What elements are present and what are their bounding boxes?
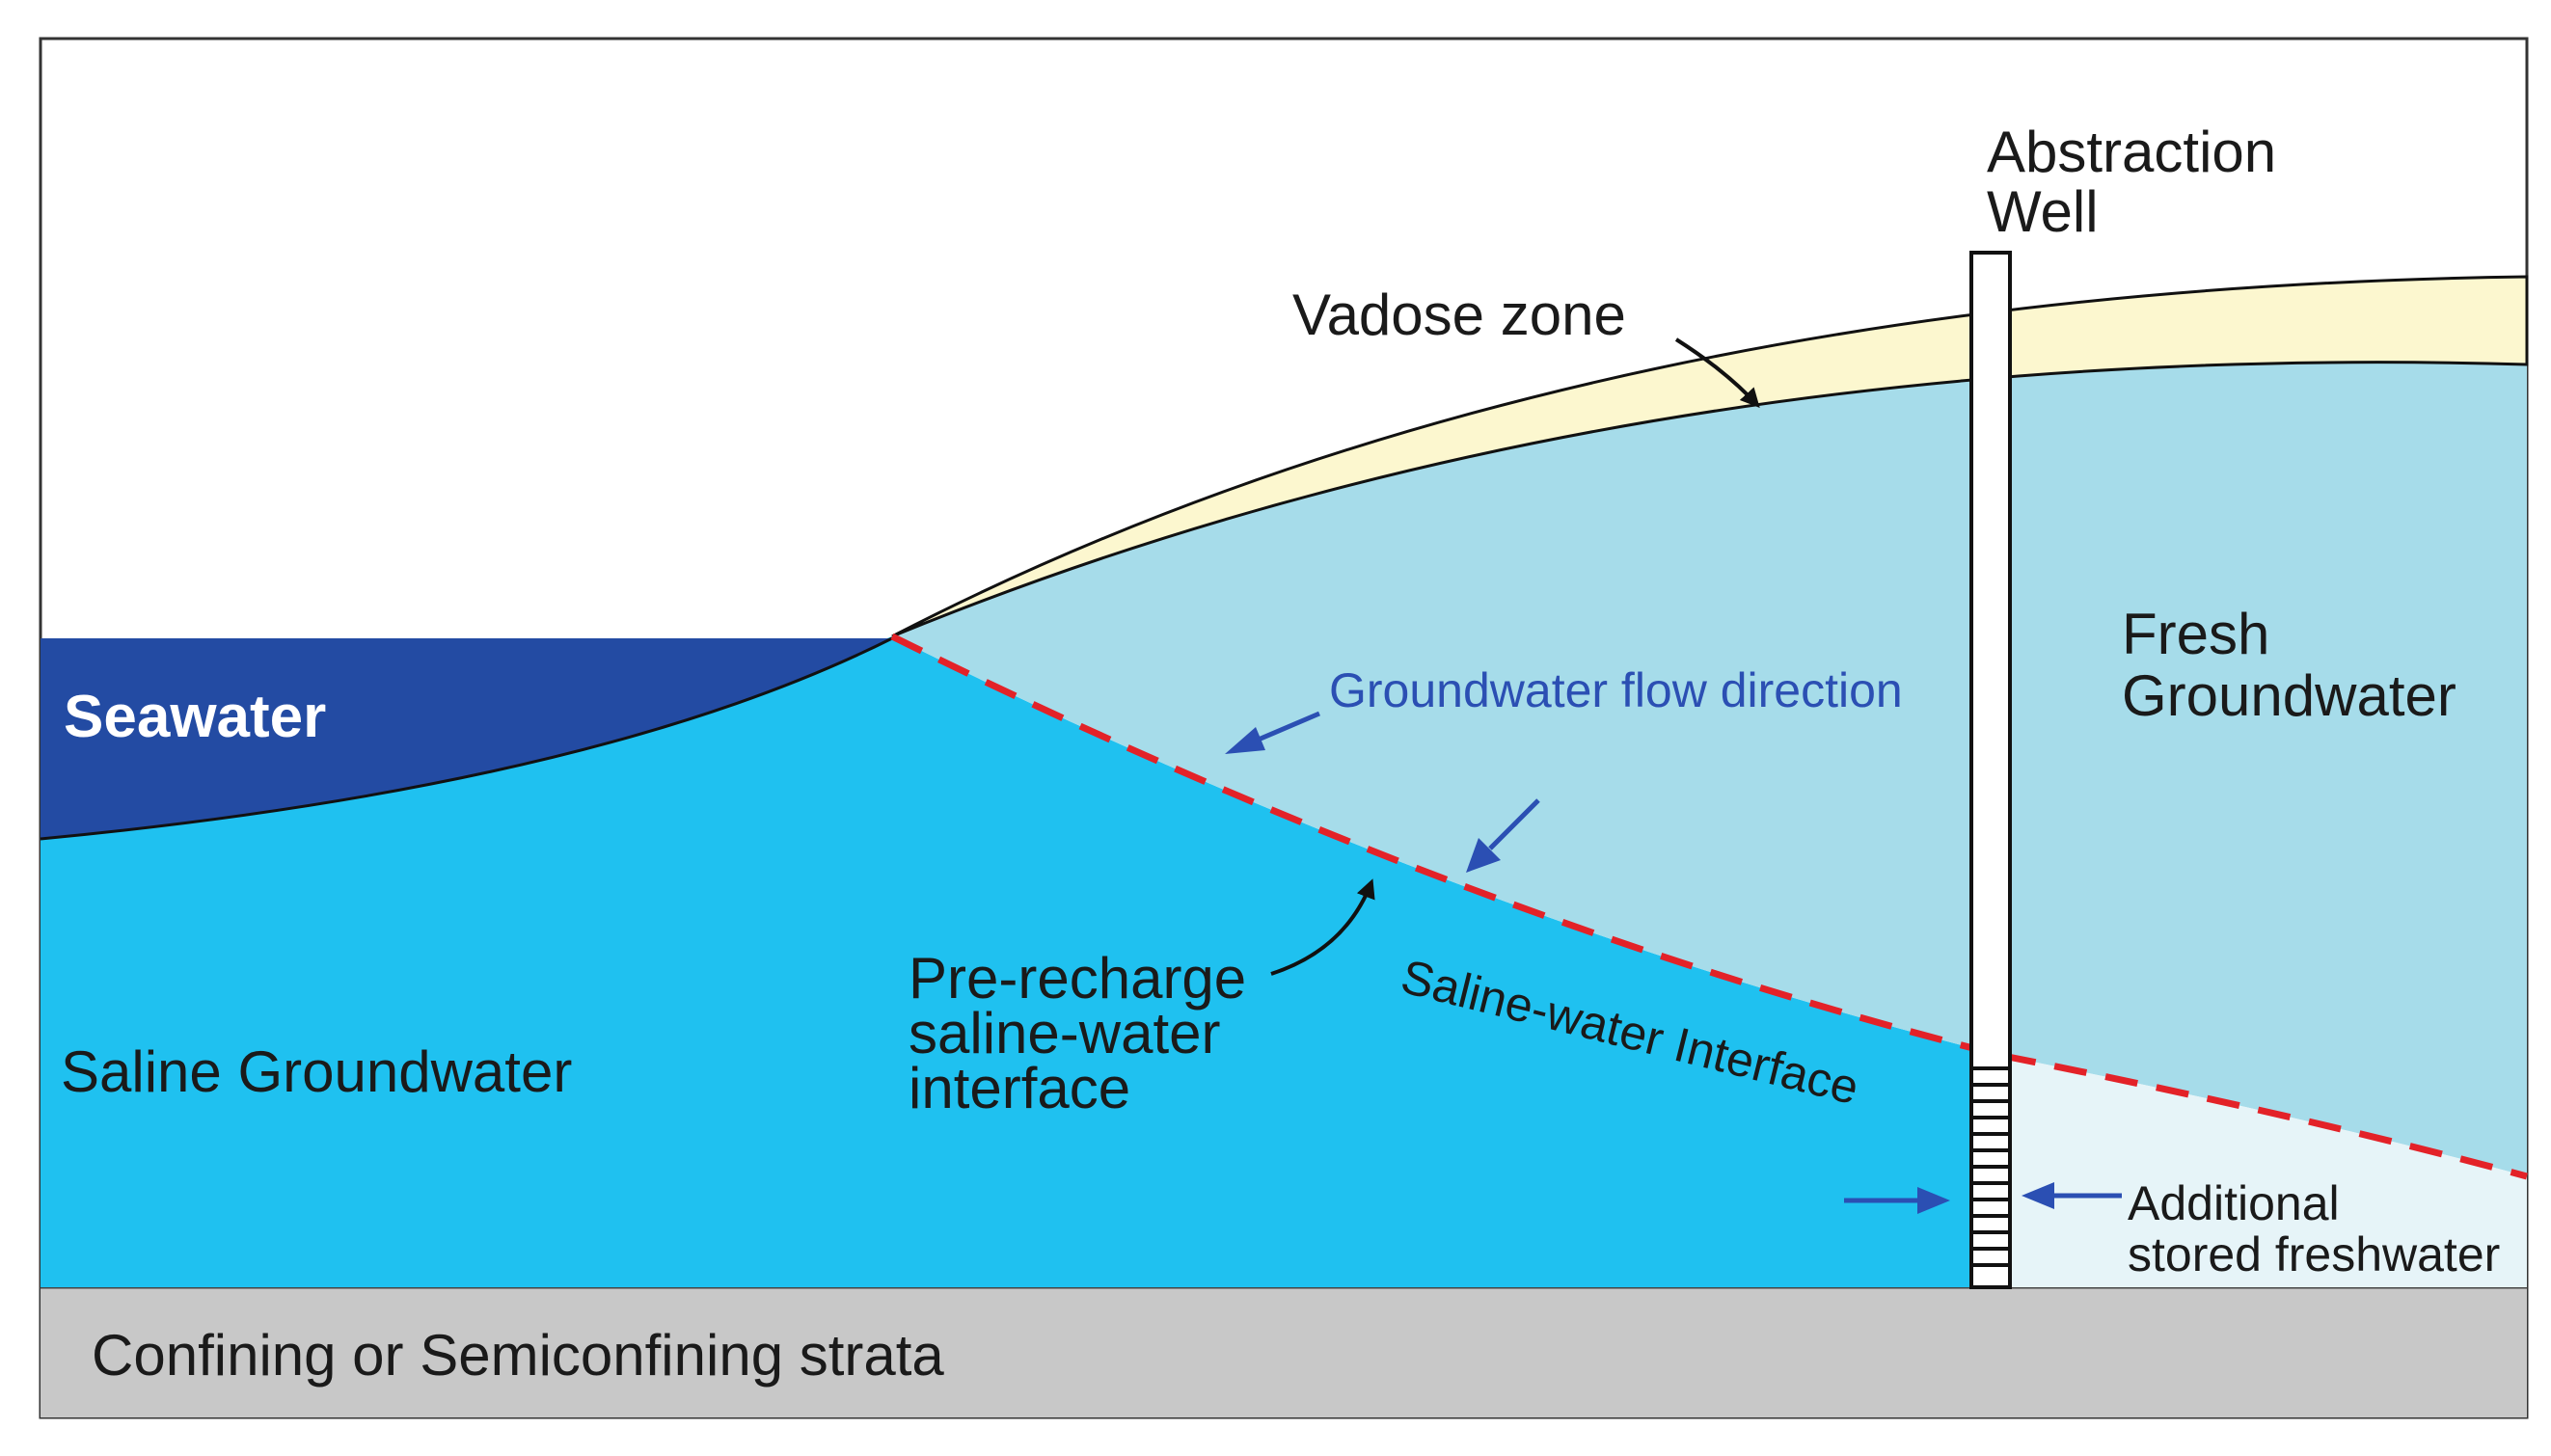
flow-arrow-icon — [1225, 711, 1320, 754]
seawater-label: Seawater — [64, 684, 326, 750]
inflow-arrow-icon — [1844, 1187, 1950, 1214]
well-screen-slots — [1971, 1083, 2010, 1267]
pre-recharge-label: interface — [909, 1056, 1130, 1120]
well-screen — [1969, 1066, 2012, 1289]
interface-pointer-arrow — [1270, 878, 1375, 976]
saline-groundwater — [41, 636, 2003, 1287]
abstraction-well-label: Abstraction — [1987, 120, 2276, 184]
flow-direction-label: Groundwater flow direction — [1329, 663, 1903, 717]
abstraction-well-label: Well — [1987, 179, 2099, 244]
seawater-bottom-line — [40, 636, 893, 841]
stored-freshwater — [2003, 1056, 2527, 1287]
vadose-pointer-arrow — [1674, 337, 1760, 408]
fresh-groundwater — [892, 362, 2527, 1176]
fresh-groundwater-label: Groundwater — [2122, 663, 2456, 728]
additional-freshwater-label: Additional — [2128, 1176, 2340, 1230]
pre-recharge-label: saline-water — [909, 1001, 1220, 1065]
inflow-arrow-icon — [2022, 1182, 2122, 1209]
saline-interface-line — [2002, 1052, 2528, 1180]
confining-strata-label: Confining or Semiconfining strata — [92, 1323, 944, 1388]
pre-recharge-label: Pre-recharge — [909, 946, 1246, 1011]
flow-arrow-icon — [1466, 798, 1540, 873]
saline-groundwater-label: Saline Groundwater — [61, 1039, 572, 1104]
pre-recharge-interface-line — [890, 633, 2004, 1060]
fresh-groundwater-label: Fresh — [2122, 602, 2269, 666]
vadose-zone — [891, 275, 2529, 638]
vadose-zone-label: Vadose zone — [1292, 283, 1626, 347]
confining-strata — [41, 1287, 2527, 1417]
additional-freshwater-label: stored freshwater — [2128, 1227, 2500, 1281]
seawater — [41, 638, 892, 839]
